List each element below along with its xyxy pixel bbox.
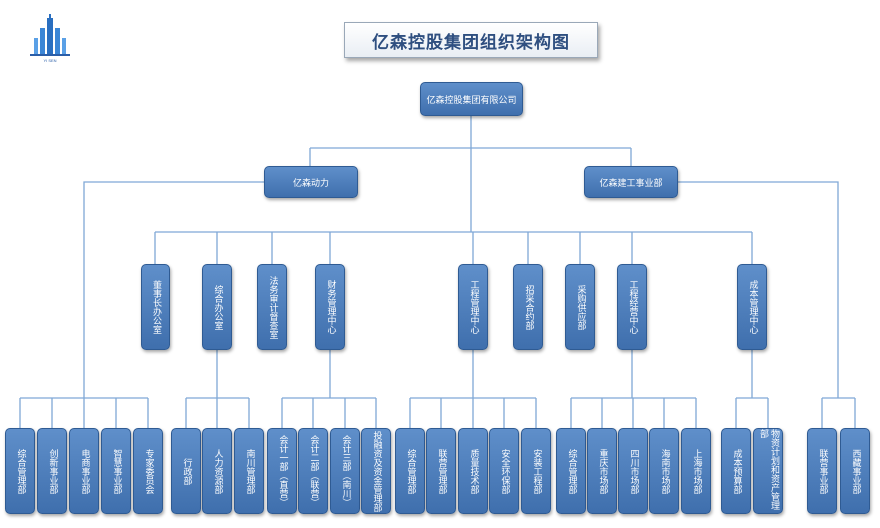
node-zonghe-office[interactable]: 综合办公室 bbox=[202, 264, 232, 350]
leaf-renli[interactable]: 人力资源部 bbox=[202, 428, 232, 514]
leaf-zhihui[interactable]: 智慧事业部 bbox=[101, 428, 131, 514]
leaf-kuaiji-2[interactable]: 会计二部（联营） bbox=[298, 428, 328, 514]
company-logo: YI SEN bbox=[26, 14, 74, 68]
leaf-zonghe-guanli-2[interactable]: 综合管理部 bbox=[395, 428, 425, 514]
node-branch-left[interactable]: 亿森动力 bbox=[264, 166, 358, 198]
leaf-chongqing[interactable]: 重庆市场部 bbox=[587, 428, 617, 514]
leaf-hainan[interactable]: 海南市场部 bbox=[649, 428, 679, 514]
node-gongcheng[interactable]: 工程管理中心 bbox=[458, 264, 488, 350]
leaf-wuzi[interactable]: 物资计划和资产管理部 bbox=[753, 428, 783, 514]
leaf-touzi[interactable]: 投融资及资金管理部 bbox=[361, 428, 391, 514]
node-root[interactable]: 亿森控股集团有限公司 bbox=[420, 82, 523, 116]
node-chengben[interactable]: 成本管理中心 bbox=[737, 264, 767, 350]
leaf-anzhuang[interactable]: 安装工程部 bbox=[521, 428, 551, 514]
leaf-chuangxin[interactable]: 创新事业部 bbox=[37, 428, 67, 514]
leaf-sichuan[interactable]: 四川市场部 bbox=[618, 428, 648, 514]
leaf-anquan[interactable]: 安全环保部 bbox=[489, 428, 519, 514]
chart-title: 亿森控股集团组织架构图 bbox=[372, 32, 570, 53]
leaf-kuaiji-1[interactable]: 会计一部（直营） bbox=[267, 428, 297, 514]
leaf-zhiliang[interactable]: 质量技术部 bbox=[458, 428, 488, 514]
node-zhaocai[interactable]: 招采合约部 bbox=[513, 264, 543, 350]
node-fawu[interactable]: 法务审计督查室 bbox=[257, 264, 287, 350]
node-dongshizhang[interactable]: 董事长办公室 bbox=[141, 264, 170, 350]
leaf-xizang[interactable]: 西藏事业部 bbox=[840, 428, 870, 514]
node-jingying[interactable]: 工程经营中心 bbox=[617, 264, 647, 350]
leaf-yusuan[interactable]: 成本预算部 bbox=[721, 428, 751, 514]
skyscraper-logo-icon bbox=[30, 14, 70, 56]
leaf-zonghe-guanli-3[interactable]: 综合管理部 bbox=[556, 428, 586, 514]
leaf-shanghai[interactable]: 上海市场部 bbox=[681, 428, 711, 514]
chart-title-box: 亿森控股集团组织架构图 bbox=[344, 22, 598, 58]
leaf-dianshang[interactable]: 电商事业部 bbox=[69, 428, 99, 514]
node-branch-right[interactable]: 亿森建工事业部 bbox=[584, 166, 678, 198]
logo-text: YI SEN bbox=[43, 58, 57, 63]
leaf-nanchuan[interactable]: 南川管理部 bbox=[234, 428, 264, 514]
leaf-kuaiji-3[interactable]: 会计三部（南川） bbox=[330, 428, 360, 514]
leaf-zonghe-guanli-1[interactable]: 综合管理部 bbox=[5, 428, 35, 514]
leaf-lianying[interactable]: 联营管理部 bbox=[426, 428, 456, 514]
node-caigou[interactable]: 采购供应部 bbox=[565, 264, 595, 350]
node-caiwu[interactable]: 财务管理中心 bbox=[315, 264, 345, 350]
leaf-xingzheng[interactable]: 行政部 bbox=[171, 428, 201, 514]
leaf-zhuanjia[interactable]: 专家委员会 bbox=[133, 428, 163, 514]
leaf-lianying-shiye[interactable]: 联营事业部 bbox=[807, 428, 837, 514]
